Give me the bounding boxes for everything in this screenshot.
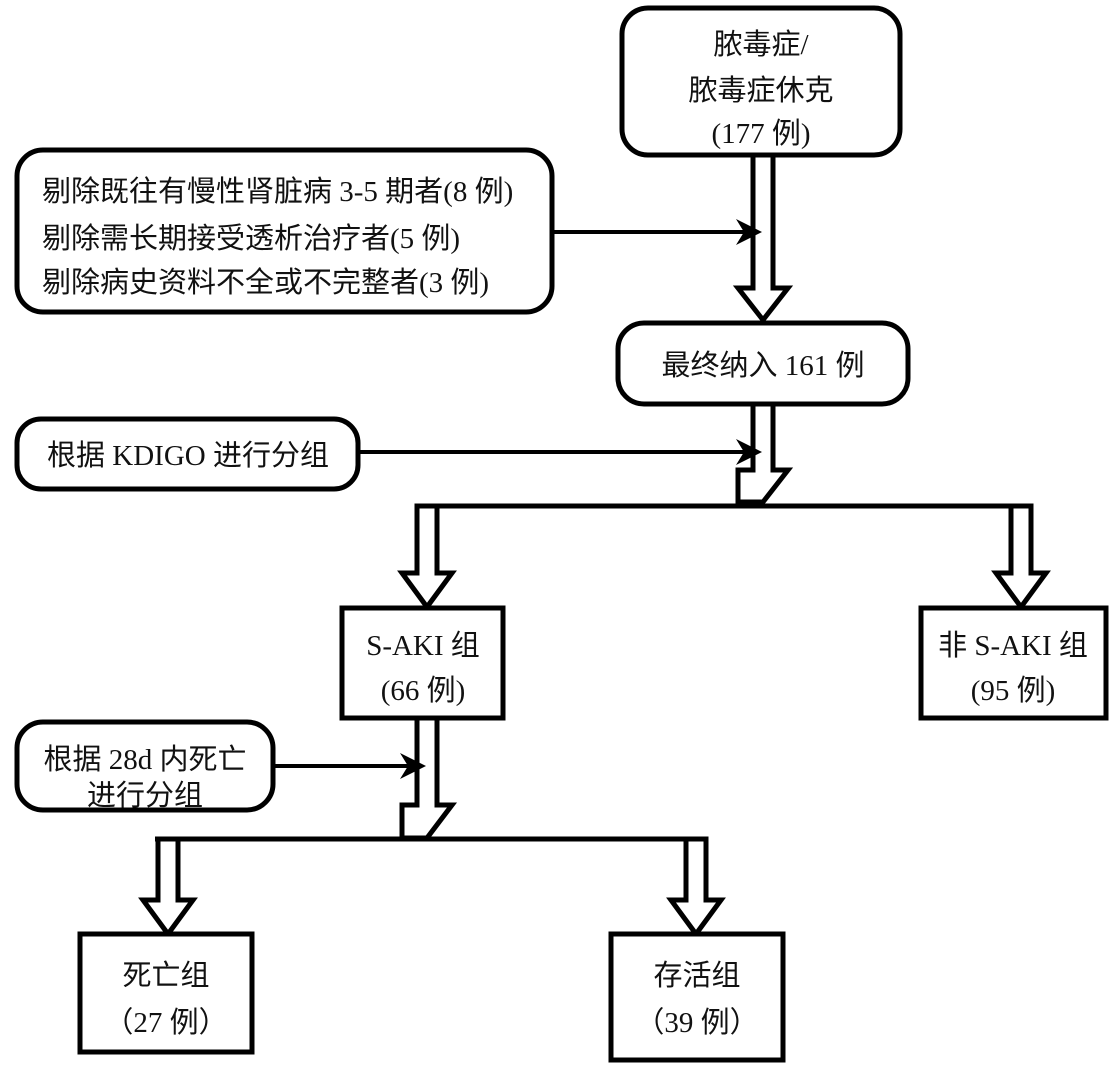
node-final-enrolled-shape: [615, 320, 911, 407]
node-final-enrolled-label: 最终纳入 161 例: [661, 349, 864, 382]
node-survival-group[interactable]: 存活组 （39 例）: [608, 931, 786, 1063]
node-mortality-grouping-line-2: 进行分组: [87, 779, 203, 812]
node-kdigo-grouping-shape: [14, 416, 361, 492]
node-sepsis-source[interactable]: 脓毒症/ 脓毒症休克 (177 例): [619, 5, 903, 158]
node-survival-group-line-2: （39 例）: [635, 1006, 758, 1039]
node-sepsis-source-line-2: 脓毒症休克: [688, 74, 833, 107]
node-death-group-shape: [77, 931, 255, 1055]
node-exclusion-criteria-line-1: 剔除既往有慢性肾脏病 3-5 期者(8 例): [42, 175, 513, 208]
node-mortality-grouping-line-1: 根据 28d 内死亡: [43, 743, 246, 776]
node-non-saki-group-line-2: (95 例): [971, 674, 1056, 707]
node-saki-group-line-1: S-AKI 组: [366, 629, 480, 662]
node-survival-group-line-1: 存活组: [653, 959, 740, 992]
node-death-group-line-2: （27 例）: [104, 1006, 227, 1039]
node-mortality-grouping[interactable]: 根据 28d 内死亡 进行分组: [14, 719, 276, 813]
edge-mortality-grouping-to-trunk: [273, 753, 426, 779]
edge-split2-to-survival: [666, 836, 726, 939]
edge-saki-to-split2: [399, 713, 458, 841]
node-final-enrolled[interactable]: 最终纳入 161 例: [615, 320, 911, 407]
node-exclusion-criteria-line-2: 剔除需长期接受透析治疗者(5 例): [42, 222, 460, 255]
edge-kdigo-to-trunk: [358, 439, 762, 465]
node-saki-group[interactable]: S-AKI 组 (66 例): [339, 605, 506, 721]
node-kdigo-grouping-label: 根据 KDIGO 进行分组: [47, 439, 329, 472]
node-mortality-grouping-shape: [14, 719, 276, 813]
node-death-group[interactable]: 死亡组 （27 例）: [77, 931, 255, 1055]
edge-split2-to-death: [138, 836, 198, 939]
node-sepsis-source-line-1: 脓毒症/: [713, 28, 809, 61]
node-non-saki-group[interactable]: 非 S-AKI 组 (95 例): [918, 605, 1109, 721]
node-exclusion-criteria-line-3: 剔除病史资料不全或不完整者(3 例): [42, 266, 489, 299]
node-non-saki-group-line-1: 非 S-AKI 组: [938, 629, 1088, 662]
node-death-group-line-1: 死亡组: [122, 959, 209, 992]
edge-exclusions-to-trunk: [552, 219, 762, 245]
node-saki-group-shape: [339, 605, 506, 721]
node-sepsis-source-shape: [619, 5, 903, 158]
node-non-saki-group-shape: [918, 605, 1109, 721]
node-sepsis-source-line-3: (177 例): [711, 117, 810, 150]
edge-enrolled-to-split1: [735, 401, 794, 505]
node-kdigo-grouping[interactable]: 根据 KDIGO 进行分组: [14, 416, 361, 492]
node-exclusion-criteria-shape: [14, 147, 555, 315]
edge-split1-to-non-saki: [991, 503, 1051, 612]
edge-split1-to-saki: [397, 503, 457, 612]
edge-source-to-enrolled: [732, 147, 794, 325]
node-survival-group-shape: [608, 931, 786, 1063]
node-saki-group-line-2: (66 例): [381, 674, 466, 707]
node-exclusion-criteria[interactable]: 剔除既往有慢性肾脏病 3-5 期者(8 例) 剔除需长期接受透析治疗者(5 例)…: [14, 147, 555, 315]
